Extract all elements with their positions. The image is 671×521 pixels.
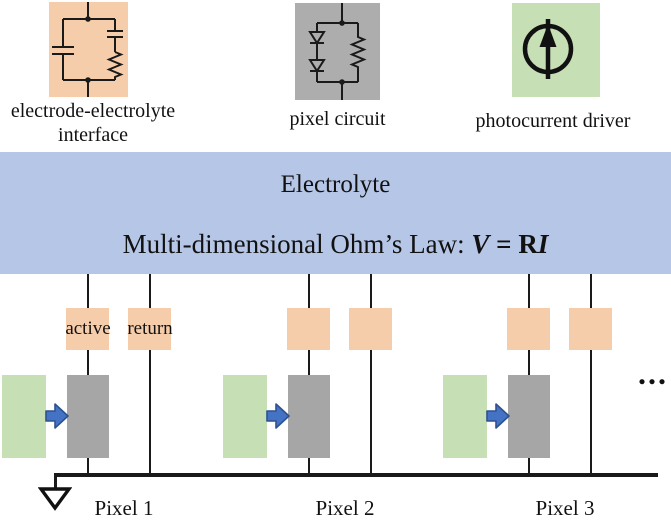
ground-stem xyxy=(54,475,57,490)
more-pixels-ellipsis: ... xyxy=(638,355,668,391)
return-electrode-interface xyxy=(128,308,171,350)
law-R: R xyxy=(518,229,538,259)
law-V: V xyxy=(471,229,490,259)
active-label: active xyxy=(65,318,111,339)
pixel-circuit-legend-swatch xyxy=(295,3,380,100)
ground-symbol-icon xyxy=(38,487,72,511)
electrolyte-title: Electrolyte xyxy=(280,171,391,198)
interface-legend-label: electrode-electrolyte interface xyxy=(10,100,176,146)
photocurrent-driver-block xyxy=(2,375,46,458)
pixel-output-wire xyxy=(528,458,530,475)
law-equals: = xyxy=(489,229,519,259)
pixel-3-label: Pixel 3 xyxy=(535,496,595,520)
pixel-unit-1: active return Pixel 1 xyxy=(0,274,205,521)
diode-resistor-circuit-icon xyxy=(308,3,367,100)
pixel-circuit-block xyxy=(288,375,330,458)
interface-legend-swatch xyxy=(49,2,128,97)
pixel-2-label: Pixel 2 xyxy=(315,496,375,520)
common-bus-line xyxy=(54,473,658,477)
photocurrent-legend-label: photocurrent driver xyxy=(475,110,631,132)
active-electrode-interface xyxy=(66,308,109,350)
pixel-unit-2: Pixel 2 xyxy=(221,274,426,521)
pixel-circuit-legend-label: pixel circuit xyxy=(289,108,386,130)
electrolyte-band xyxy=(0,152,671,274)
law-prefix: Multi-dimensional Ohm’s Law: xyxy=(122,229,472,259)
return-electrode-interface xyxy=(569,308,612,350)
current-flow-arrow-icon xyxy=(486,403,510,429)
pixel-1-label: Pixel 1 xyxy=(94,496,154,520)
return-electrode-interface xyxy=(349,308,392,350)
pixel-output-wire xyxy=(308,458,310,475)
active-electrode-interface xyxy=(287,308,330,350)
current-flow-arrow-icon xyxy=(45,403,69,429)
photocurrent-driver-block xyxy=(223,375,267,458)
return-electrode-wire xyxy=(149,274,151,475)
current-flow-arrow-icon xyxy=(266,403,290,429)
pixel-circuit-block xyxy=(508,375,550,458)
pixel-unit-3: Pixel 3 xyxy=(441,274,646,521)
return-electrode-wire xyxy=(590,274,592,475)
law-I: I xyxy=(537,229,549,259)
photocurrent-legend-swatch xyxy=(512,3,600,97)
active-electrode-interface xyxy=(507,308,550,350)
rc-interface-circuit-icon xyxy=(52,2,124,97)
return-label: return xyxy=(127,318,173,339)
current-source-icon xyxy=(522,19,574,79)
pixel-circuit-block xyxy=(67,375,109,458)
photocurrent-driver-block xyxy=(443,375,487,458)
return-electrode-wire xyxy=(370,274,372,475)
ohms-law-text: Multi-dimensional Ohm’s Law: V = RI xyxy=(0,230,671,259)
pixel-output-wire xyxy=(87,458,89,475)
